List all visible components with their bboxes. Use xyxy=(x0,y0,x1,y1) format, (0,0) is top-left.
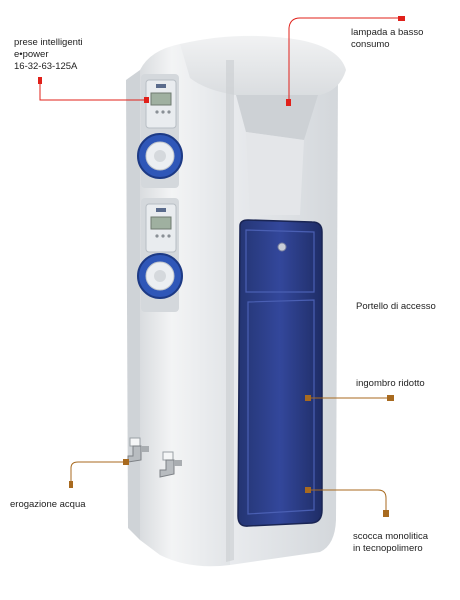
label-reduced-footprint: ingombro ridotto xyxy=(356,378,425,389)
leader-water-supply xyxy=(69,459,129,488)
leader-low-energy-lamp xyxy=(286,16,405,106)
label-low-energy-lamp: lampada a basso consumo xyxy=(351,27,424,50)
smart-socket-module-top xyxy=(137,74,183,188)
access-door xyxy=(237,219,323,527)
label-smart-sockets: prese intelligenti e•power 16-32-63-125A xyxy=(14,37,83,72)
water-tap-right xyxy=(159,451,182,478)
label-water-supply: erogazione acqua xyxy=(10,499,86,510)
leader-monolithic-body xyxy=(305,487,389,517)
leader-smart-sockets xyxy=(38,77,149,103)
leader-reduced-footprint xyxy=(305,395,394,401)
label-access-door: Portello di accesso xyxy=(356,301,436,312)
smart-socket-module-bottom xyxy=(137,198,183,312)
label-monolithic-body: scocca monolitica in tecnopolimero xyxy=(353,531,428,554)
